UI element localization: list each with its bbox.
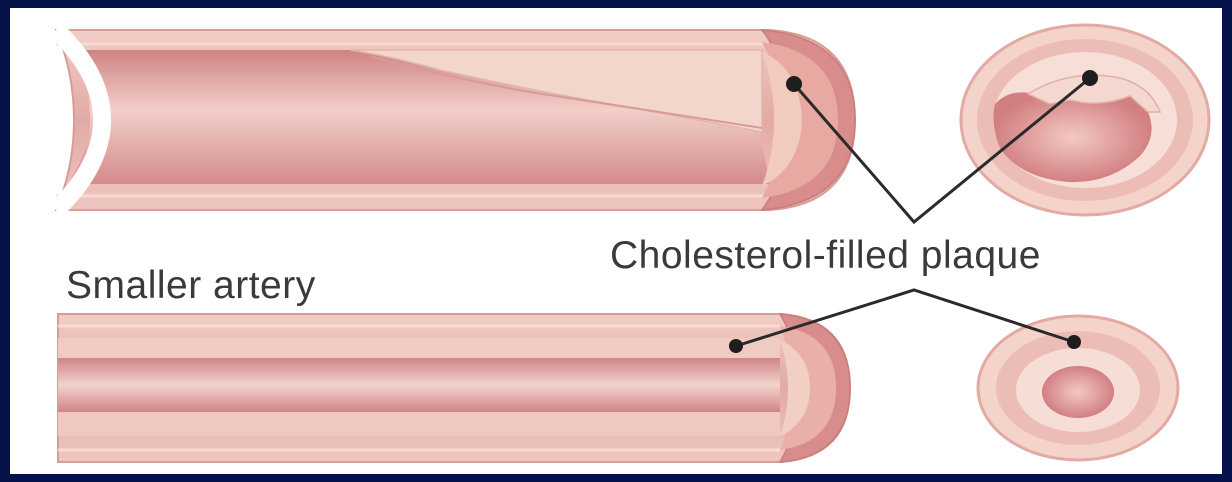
leader-dot-bottom-cross-section xyxy=(1067,335,1081,349)
bottom-artery-lumen xyxy=(58,358,780,412)
bottom-artery xyxy=(58,314,850,462)
plaque-label: Cholesterol-filled plaque xyxy=(610,234,1041,278)
top-artery xyxy=(56,30,855,210)
smaller-artery-label: Smaller artery xyxy=(66,264,316,308)
bottom-cross-section-lumen xyxy=(1042,366,1114,418)
top-cross-section xyxy=(961,25,1209,215)
leader-dot-top-cross-section xyxy=(1082,70,1098,86)
leader-dot-top-artery xyxy=(786,76,802,92)
diagram-panel: Cholesterol-filled plaque Smaller artery xyxy=(10,8,1222,474)
leader-dot-bottom-artery xyxy=(729,339,743,353)
